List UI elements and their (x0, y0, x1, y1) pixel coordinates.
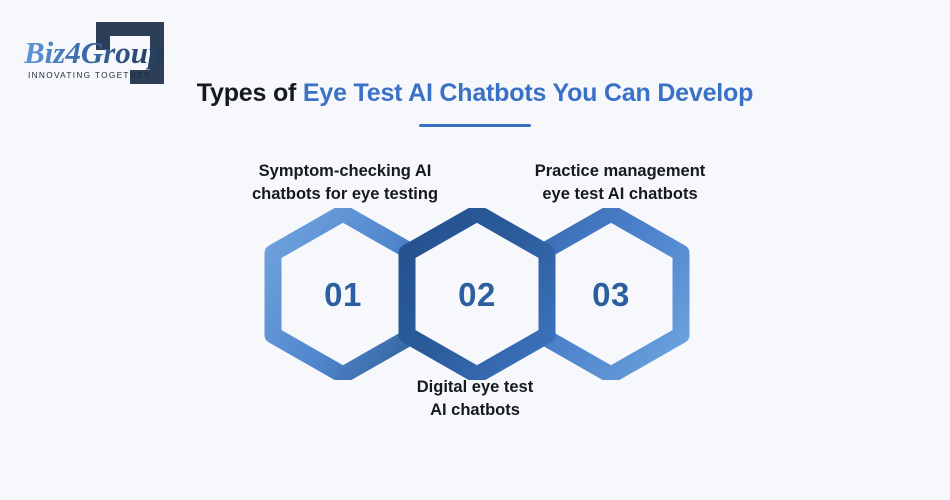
step-label-02: Digital eye test AI chatbots (416, 378, 534, 420)
step-label-01: Symptom-checking AI chatbots for eye tes… (251, 162, 439, 204)
hexagon-step-02[interactable]: 02 (398, 208, 556, 380)
brand-mark-icon (96, 22, 164, 84)
brand-wordmark: Biz4Group (23, 35, 164, 70)
page-title: Types of Eye Test AI Chatbots You Can De… (0, 78, 950, 108)
hexagon-number-03: 03 (592, 276, 630, 313)
step-label-03: Practice management eye test AI chatbots (534, 162, 706, 204)
brand-logo[interactable]: Biz4Group INNOVATING TOGETHER (18, 16, 198, 96)
hexagon-step-03[interactable]: 03 (532, 208, 690, 380)
hexagon-number-01: 01 (324, 276, 362, 313)
hexagon-step-01[interactable]: 01 (264, 208, 422, 380)
page-title-prefix: Types of (196, 79, 303, 107)
hexagon-outline-02 (398, 208, 556, 380)
brand-tagline: INNOVATING TOGETHER (28, 70, 151, 80)
title-divider (419, 124, 531, 127)
title-block: Types of Eye Test AI Chatbots You Can De… (0, 78, 950, 127)
page-title-highlight: Eye Test AI Chatbots You Can Develop (302, 79, 754, 107)
hexagon-step-group: 01 03 02 (253, 208, 701, 380)
hexagon-number-02: 02 (458, 276, 496, 313)
